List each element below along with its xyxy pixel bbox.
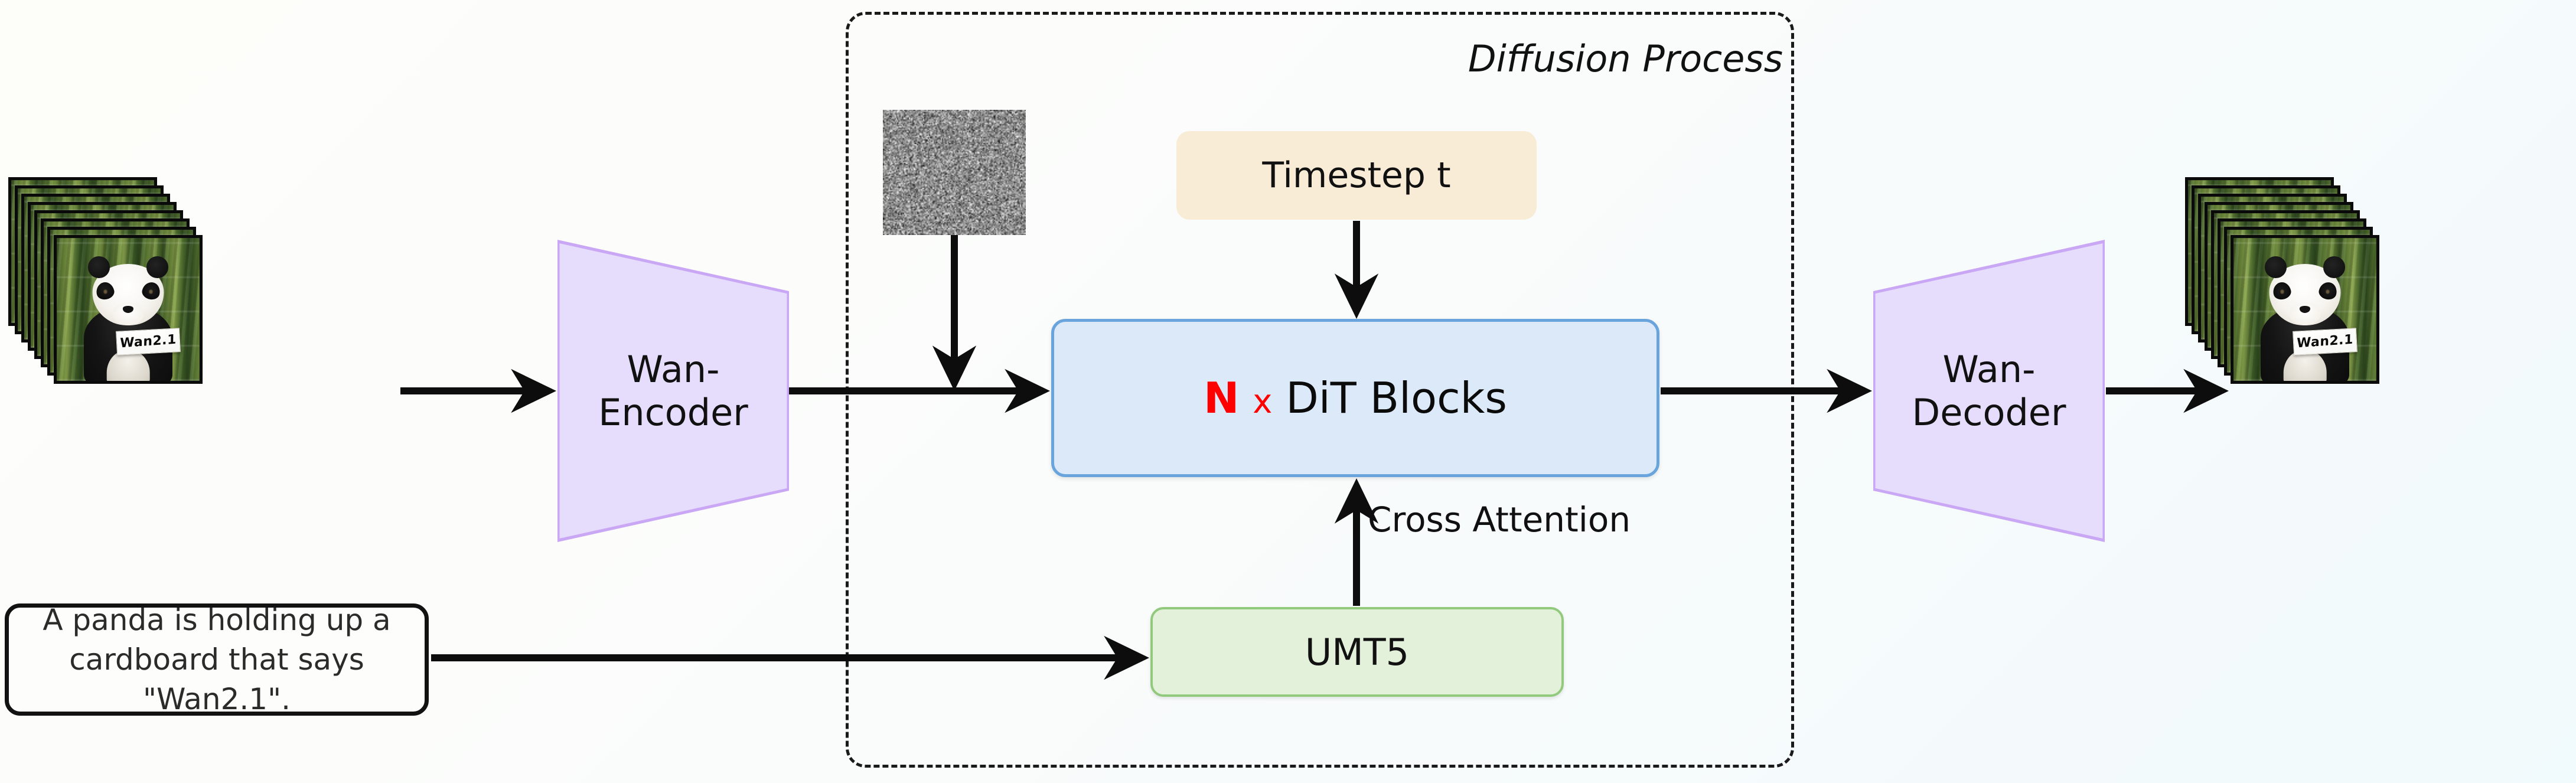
dit-blocks-box[interactable]: N x DiT Blocks <box>1051 319 1659 477</box>
dit-blocks-label: N x DiT Blocks <box>1204 373 1507 423</box>
output-video-frame-stack: Wan2.1Wan2.1Wan2.1Wan2.1Wan2.1Wan2.1Wan2… <box>2185 177 2380 425</box>
wan-encoder-block[interactable]: Wan- Encoder <box>557 240 789 542</box>
panda-ear-left <box>88 256 109 278</box>
panda-sign-text: Wan2.1 <box>2297 332 2353 351</box>
decoder-label-line-2: Decoder <box>1912 391 2066 434</box>
panda-ear-left <box>2265 256 2286 278</box>
prompt-line-2: cardboard that says "Wan2.1". <box>69 642 364 716</box>
panda-frame-art: Wan2.1 <box>57 238 200 381</box>
dit-n-symbol: N <box>1204 373 1239 423</box>
video-frame: Wan2.1 <box>54 235 203 384</box>
panda-sign-text: Wan2.1 <box>120 332 177 351</box>
diffusion-process-label: Diffusion Process <box>1468 37 1783 80</box>
panda-frame-art: Wan2.1 <box>2233 238 2376 381</box>
timestep-box[interactable]: Timestep t <box>1176 131 1537 220</box>
decoder-label-line-1: Wan- <box>1943 348 2036 391</box>
wan-encoder-label: Wan- Encoder <box>598 348 748 434</box>
wan-decoder-block[interactable]: Wan- Decoder <box>1873 240 2105 542</box>
wan-decoder-label: Wan- Decoder <box>1912 348 2066 434</box>
dit-multiply-symbol: x <box>1253 383 1272 421</box>
panda-cardboard-sign: Wan2.1 <box>2293 328 2357 355</box>
panda-ear-right <box>2323 256 2345 278</box>
prompt-text-box[interactable]: A panda is holding up a cardboard that s… <box>5 603 429 716</box>
prompt-line-1: A panda is holding up a <box>43 603 390 637</box>
encoder-label-line-2: Encoder <box>598 391 748 434</box>
dit-blocks-text: DiT Blocks <box>1286 373 1507 423</box>
prompt-text: A panda is holding up a cardboard that s… <box>24 601 409 719</box>
video-frame: Wan2.1 <box>2231 235 2379 384</box>
panda-eye-left <box>2280 289 2285 294</box>
panda-eye-right <box>2326 289 2330 294</box>
timestep-label: Timestep t <box>1262 155 1450 196</box>
panda-cardboard-sign: Wan2.1 <box>116 328 181 355</box>
cross-attention-label: Cross Attention <box>1368 500 1631 540</box>
panda-eye-left <box>103 289 108 294</box>
umt5-text-encoder-box[interactable]: UMT5 <box>1150 607 1564 697</box>
panda-eye-right <box>149 289 154 294</box>
input-video-frame-stack: Wan2.1Wan2.1Wan2.1Wan2.1Wan2.1Wan2.1Wan2… <box>8 177 203 425</box>
umt5-label: UMT5 <box>1305 631 1409 674</box>
encoder-label-line-1: Wan- <box>627 348 719 391</box>
panda-ear-right <box>146 256 168 278</box>
gaussian-noise-patch <box>883 110 1026 235</box>
